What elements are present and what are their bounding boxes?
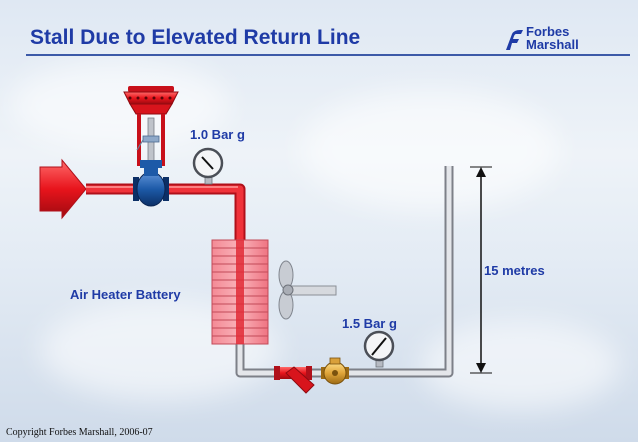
logo-mark-icon	[506, 30, 523, 50]
page-title: Stall Due to Elevated Return Line	[30, 26, 361, 49]
height-dimension-arrow	[470, 166, 492, 374]
forbes-marshall-logo: Forbes Marshall	[504, 25, 614, 55]
fan-icon	[278, 260, 337, 320]
inlet-pressure-gauge-icon	[192, 147, 224, 185]
copyright-notice: Copyright Forbes Marshall, 2006-07	[6, 427, 153, 438]
inlet-pressure-label: 1.0 Bar g	[190, 127, 245, 142]
steam-trap-icon	[321, 357, 349, 385]
strainer-icon	[274, 366, 315, 394]
lift-height-label: 15 metres	[484, 263, 545, 278]
logo-line-2: Marshall	[526, 37, 579, 52]
logo-line-1: Forbes	[526, 24, 570, 39]
title-divider	[26, 54, 630, 56]
background-cloud	[10, 60, 230, 150]
background-cloud	[300, 90, 560, 210]
steam-inlet-arrow	[39, 158, 87, 220]
control-valve-icon	[123, 86, 179, 207]
air-heater-battery	[211, 239, 269, 345]
condensate-return-pipe	[235, 166, 454, 378]
air-heater-battery-label: Air Heater Battery	[70, 287, 181, 302]
return-pressure-label: 1.5 Bar g	[342, 316, 397, 331]
return-pressure-gauge-icon	[363, 330, 395, 368]
